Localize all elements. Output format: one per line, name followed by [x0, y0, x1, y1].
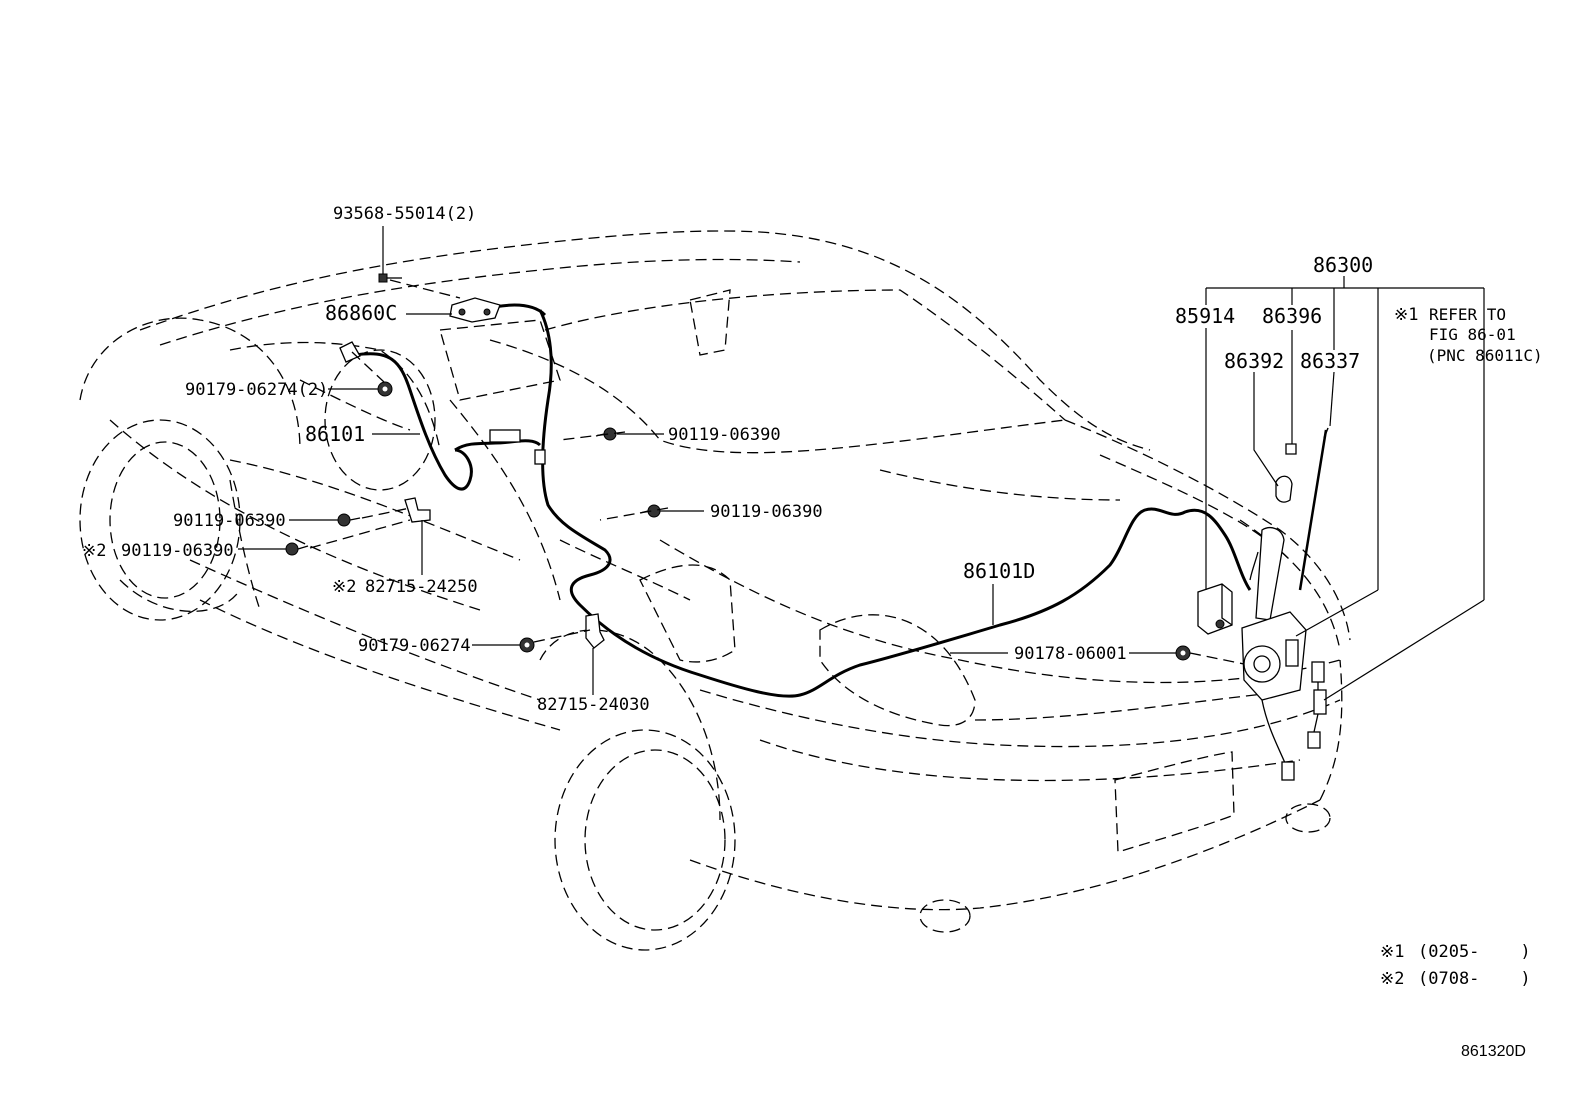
label-90119-06390-b: 90119-06390	[710, 502, 823, 522]
mark-2-b: ※2	[332, 577, 356, 597]
screw-93568-icon	[378, 273, 402, 283]
label-90119-06390-a: 90119-06390	[668, 425, 781, 445]
clip-icon	[339, 341, 361, 363]
antenna-motor-icon	[1241, 527, 1307, 781]
label-86860c: 86860C	[325, 301, 397, 325]
label-93568-55014: 93568-55014(2)	[333, 204, 476, 224]
part-labels: 93568-55014(2) 86860C 90179-06274(2) 861…	[82, 204, 1543, 715]
legend-range-1: (0205- )	[1418, 942, 1531, 962]
grommet-86392-icon	[1275, 475, 1293, 503]
diagram-id: 861320D	[1461, 1043, 1526, 1060]
label-82715-24250: 82715-24250	[365, 577, 478, 597]
nut-90178-icon	[1175, 645, 1191, 661]
cable-86101	[354, 352, 473, 491]
mark-1-refer: ※1	[1394, 305, 1418, 325]
bolt-90119-d-icon	[285, 542, 309, 556]
bracket-82715-24030-icon	[585, 613, 605, 649]
legend: ※1 (0205- ) ※2 (0708- )	[1380, 942, 1531, 989]
label-90178-06001: 90178-06001	[1014, 644, 1127, 664]
side-connector-icon	[1307, 661, 1327, 749]
label-86337: 86337	[1300, 349, 1360, 373]
nut-90179-upper-icon	[377, 381, 393, 397]
label-82715-24030: 82715-24030	[537, 695, 650, 715]
label-90179-06274-2: 90179-06274(2)	[185, 380, 328, 400]
leader-lines	[238, 226, 1485, 701]
nut-86396-icon	[1285, 443, 1297, 455]
refer-line-1: REFER TO	[1429, 305, 1506, 324]
refer-line-2: FIG 86-01	[1429, 325, 1516, 344]
cable-86101d	[538, 309, 1252, 698]
legend-mark-1: ※1	[1380, 942, 1404, 962]
refer-line-3: (PNC 86011C)	[1427, 346, 1543, 365]
nut-90179-lower-icon	[519, 637, 535, 653]
bolt-90119-c-icon	[337, 513, 361, 527]
mark-2-a: ※2	[82, 541, 106, 561]
label-90119-06390-c: 90119-06390	[173, 511, 286, 531]
connector-icon	[489, 429, 546, 465]
amplifier-86860c-icon	[449, 297, 501, 323]
relay-85914-icon	[1197, 583, 1233, 635]
label-86392: 86392	[1224, 349, 1284, 373]
mast-86337-icon	[1298, 427, 1329, 591]
label-86101d: 86101D	[963, 559, 1035, 583]
label-86300: 86300	[1313, 253, 1373, 277]
bracket-82715-24250-icon	[404, 497, 431, 523]
label-86396: 86396	[1262, 304, 1322, 328]
car-body-outline	[79, 230, 1351, 951]
label-86101: 86101	[305, 422, 365, 446]
label-85914: 85914	[1175, 304, 1235, 328]
parts	[285, 273, 1329, 781]
label-90179-06274: 90179-06274	[358, 636, 471, 656]
legend-range-2: (0708- )	[1418, 969, 1531, 989]
legend-mark-2: ※2	[1380, 969, 1404, 989]
label-90119-06390-d: 90119-06390	[121, 541, 234, 561]
